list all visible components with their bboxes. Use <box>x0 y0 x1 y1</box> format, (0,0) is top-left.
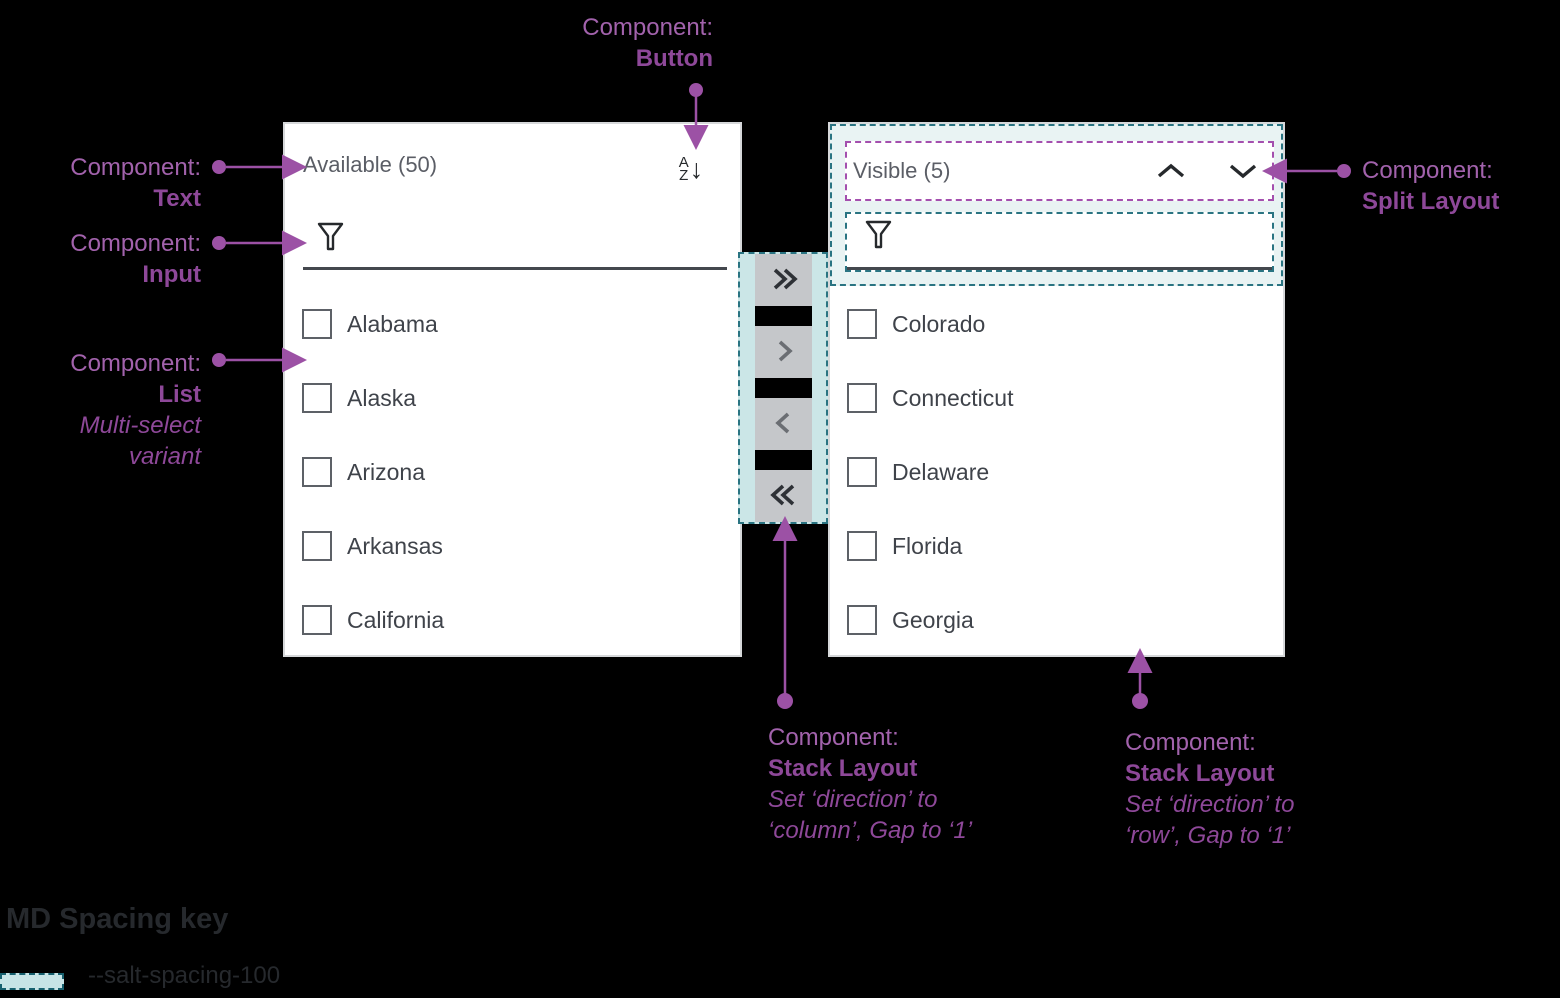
list-item-label: Delaware <box>892 458 990 485</box>
move-all-left-button[interactable] <box>755 470 812 522</box>
filter-funnel-icon <box>865 220 892 255</box>
list-item[interactable]: Arkansas <box>285 509 740 583</box>
list-item-label: Georgia <box>892 606 974 633</box>
list-item[interactable]: Delaware <box>830 435 1283 509</box>
available-list-title: Available (50) <box>303 152 438 177</box>
split-layout-header: Visible (5) <box>845 141 1274 201</box>
annotation-text: Component: Text <box>70 154 201 212</box>
available-filter-input[interactable] <box>303 220 727 270</box>
stack-layout-column-spacing-highlight <box>738 252 828 524</box>
available-list: Alabama Alaska Arizona Arkansas Californ… <box>285 287 740 657</box>
spacing-key-token: --salt-spacing-100 <box>88 962 281 989</box>
input-underline <box>303 267 727 270</box>
list-item[interactable]: Arizona <box>285 435 740 509</box>
list-item-label: Arizona <box>347 458 425 485</box>
callout-dot <box>777 693 793 709</box>
visible-list: Colorado Connecticut Delaware Florida Ge… <box>830 287 1283 657</box>
callout-dot <box>1337 164 1351 178</box>
checkbox[interactable] <box>302 605 332 635</box>
checkbox[interactable] <box>847 605 877 635</box>
spacing-key-title: MD Spacing key <box>6 903 229 935</box>
annotation-stack-layout-column: Component: Stack Layout Set ‘direction’ … <box>768 724 973 844</box>
list-item-label: Florida <box>892 532 963 559</box>
checkbox[interactable] <box>847 457 877 487</box>
list-item[interactable]: Georgia <box>830 583 1283 657</box>
list-item[interactable]: Alabama <box>285 287 740 361</box>
checkbox[interactable] <box>847 531 877 561</box>
chevron-down-icon <box>1228 162 1258 183</box>
list-item-label: Arkansas <box>347 532 443 559</box>
list-item-label: Connecticut <box>892 384 1014 411</box>
checkbox[interactable] <box>847 383 877 413</box>
list-item[interactable]: Alaska <box>285 361 740 435</box>
transfer-button-stack <box>755 254 812 522</box>
list-item[interactable]: Connecticut <box>830 361 1283 435</box>
annotation-list: Component: List Multi-select variant <box>70 350 201 470</box>
list-item-label: California <box>347 606 445 633</box>
list-item-label: Colorado <box>892 310 986 337</box>
callout-dot <box>1132 693 1148 709</box>
checkbox[interactable] <box>847 309 877 339</box>
visible-list-title: Visible (5) <box>853 158 951 183</box>
callout-dot <box>689 83 703 97</box>
annotation-input: Component: Input <box>70 230 201 288</box>
spacing-key-swatch <box>0 973 64 990</box>
sort-direction-arrow-icon: ↓ <box>689 153 704 184</box>
double-chevron-left-icon <box>768 480 800 513</box>
annotation-stack-layout-row: Component: Stack Layout Set ‘direction’ … <box>1125 729 1295 849</box>
visible-list-panel: Visible (5) <box>828 122 1285 657</box>
chevron-up-icon <box>1156 162 1186 183</box>
list-item[interactable]: Florida <box>830 509 1283 583</box>
checkbox[interactable] <box>302 383 332 413</box>
move-left-button[interactable] <box>755 398 812 450</box>
annotation-split-layout: Component: Split Layout <box>1362 157 1500 215</box>
double-chevron-right-icon <box>768 264 800 297</box>
annotation-button: Component: Button <box>582 14 713 72</box>
checkbox[interactable] <box>302 531 332 561</box>
move-down-button[interactable] <box>1220 150 1266 194</box>
stack-layout-row-spacing-highlight: Visible (5) <box>830 124 1283 286</box>
input-underline <box>847 267 1272 270</box>
chevron-right-icon <box>768 336 800 369</box>
list-item[interactable]: Colorado <box>830 287 1283 361</box>
callout-dot <box>212 236 226 250</box>
checkbox[interactable] <box>302 309 332 339</box>
visible-filter-input[interactable] <box>845 212 1274 272</box>
callout-dot <box>212 353 226 367</box>
move-right-button[interactable] <box>755 326 812 378</box>
checkbox[interactable] <box>302 457 332 487</box>
callout-dot <box>212 160 226 174</box>
list-item-label: Alaska <box>347 384 417 411</box>
move-up-button[interactable] <box>1148 150 1194 194</box>
list-item-label: Alabama <box>347 310 438 337</box>
chevron-left-icon <box>768 408 800 441</box>
list-item[interactable]: California <box>285 583 740 657</box>
move-all-right-button[interactable] <box>755 254 812 306</box>
filter-funnel-icon <box>317 222 344 257</box>
